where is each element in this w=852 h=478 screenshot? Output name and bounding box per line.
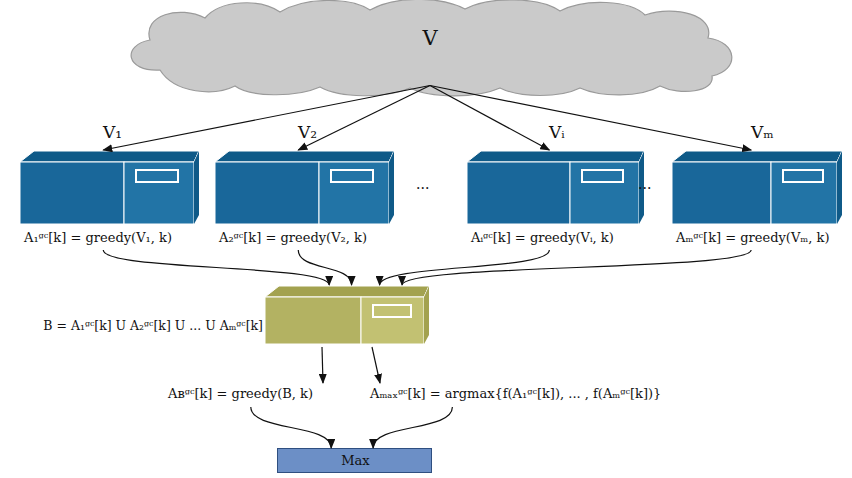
flow-arrow (103, 86, 430, 151)
leader-arrow (372, 347, 380, 383)
ellipsis-label: ... (416, 176, 429, 192)
cloud-shape (120, 0, 740, 95)
node-text: Aʙᵍᶜ[k] = greedy(B, k) (168, 386, 313, 402)
flow-arrow (298, 250, 351, 285)
result-box: Max (277, 448, 432, 473)
node-text: B = A₁ᵍᶜ[k] U A₂ᵍᶜ[k] U ... U Aₘᵍᶜ[k] (43, 318, 263, 334)
process-box: V₁A₁ᵍᶜ[k] = greedy(V₁, k) (20, 150, 205, 250)
server-box (20, 150, 200, 225)
merge-box (265, 285, 430, 345)
node-text: Aᵢᵍᶜ[k] = greedy(Vᵢ, k) (471, 230, 614, 246)
leader-arrow (322, 347, 323, 383)
flow-arrow (298, 86, 430, 151)
process-box: VₘAₘᵍᶜ[k] = greedy(Vₘ, k) (672, 150, 848, 250)
flow-arrow (430, 86, 549, 151)
process-box: VᵢAᵢᵍᶜ[k] = greedy(Vᵢ, k) (467, 150, 650, 250)
flow-arrow (103, 250, 329, 285)
partition-label: V₂ (298, 124, 317, 140)
flow-arrow (251, 407, 331, 448)
partition-label: Vₘ (751, 124, 774, 140)
server-box (467, 150, 645, 225)
node-text: Aₘₐₓᵍᶜ[k] = argmax{f(A₁ᵍᶜ[k]), ... , f(A… (370, 386, 661, 402)
partition-label: Vᵢ (549, 124, 565, 140)
node-text: V (120, 30, 740, 46)
node-text: Aₘᵍᶜ[k] = greedy(Vₘ, k) (676, 230, 829, 246)
partition-label: V₁ (103, 124, 122, 140)
ellipsis-label: ... (638, 176, 651, 192)
flow-arrow (380, 250, 550, 285)
node-text: Max (278, 453, 433, 469)
flow-arrow (402, 250, 751, 285)
process-box: V₂A₂ᵍᶜ[k] = greedy(V₂, k) (215, 150, 400, 250)
flow-arrow (373, 407, 452, 448)
process-box: B = A₁ᵍᶜ[k] U A₂ᵍᶜ[k] U ... U Aₘᵍᶜ[k]Aʙᵍ… (150, 285, 710, 407)
server-box (672, 150, 843, 225)
node-text: A₂ᵍᶜ[k] = greedy(V₂, k) (219, 230, 367, 246)
data-cloud: V (120, 0, 740, 95)
flow-arrow (430, 86, 751, 151)
node-text: A₁ᵍᶜ[k] = greedy(V₁, k) (24, 230, 172, 246)
server-box (215, 150, 395, 225)
